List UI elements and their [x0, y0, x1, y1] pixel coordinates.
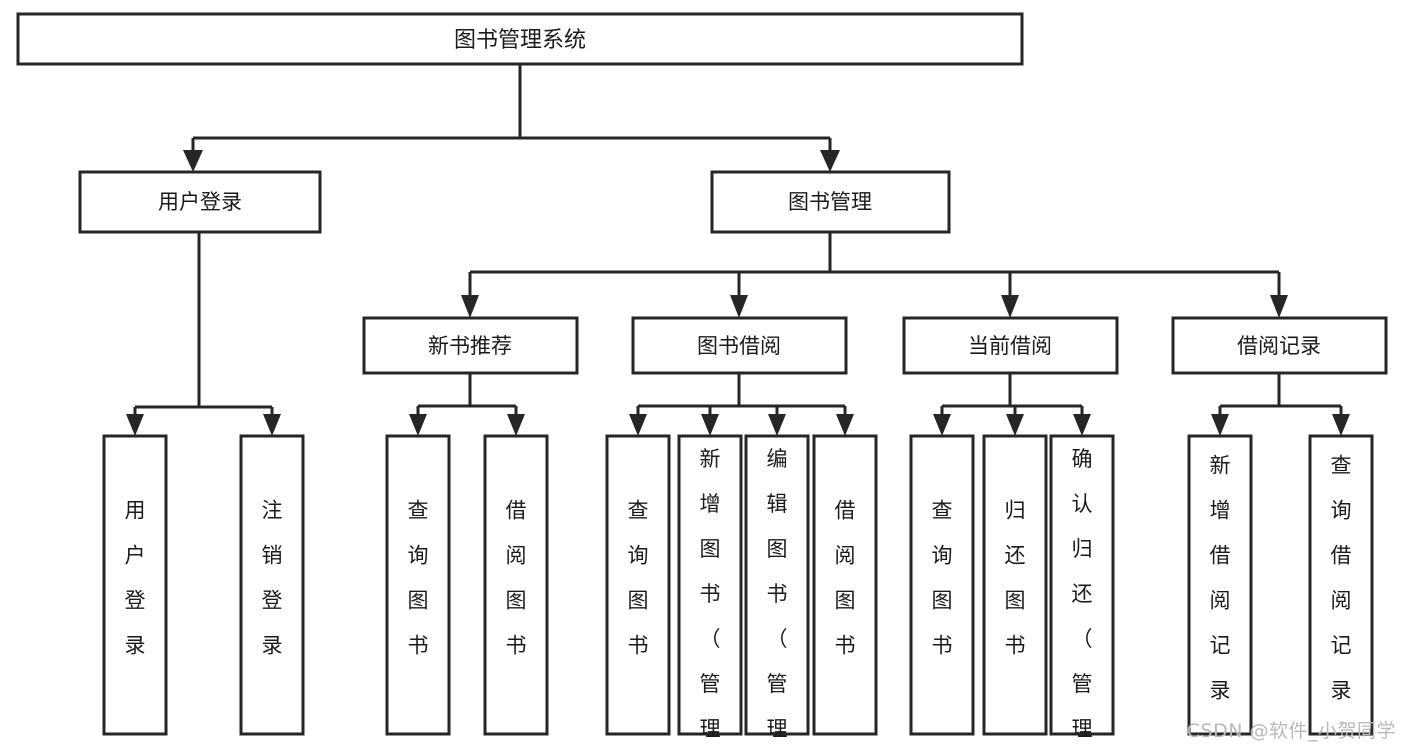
arrow-head-leaf-query-book-c	[933, 414, 951, 436]
node-leaf-add-record-rect[interactable]	[1187, 434, 1253, 736]
arrow-head-book-manage	[820, 150, 840, 172]
node-leaf-user-login-label: 用户登录	[125, 499, 146, 658]
arrow-head-leaf-edit-book	[768, 414, 786, 436]
arrow-head-leaf-query-record	[1332, 414, 1350, 436]
node-leaf-borrow-book-a[interactable]: 借阅图书	[483, 434, 549, 736]
node-leaf-return-book-label: 归还图书	[1005, 499, 1026, 658]
node-leaf-query-book-c-label: 查询图书	[932, 499, 953, 658]
node-new-book-recommend[interactable]: 新书推荐	[362, 316, 579, 375]
node-leaf-query-book-c[interactable]: 查询图书	[909, 434, 975, 736]
node-root[interactable]: 图书管理系统	[16, 12, 1024, 66]
arrow-head-leaf-return-book	[1006, 414, 1024, 436]
connector-group	[126, 64, 1350, 436]
node-root-rect[interactable]	[16, 12, 1024, 66]
node-leaf-add-book[interactable]: 新增图书（管理员）	[677, 434, 743, 747]
node-leaf-borrow-book-b-label: 借阅图书	[835, 499, 856, 658]
node-new-book-recommend-label: 新书推荐	[428, 334, 512, 358]
node-new-book-recommend-rect[interactable]	[362, 316, 579, 375]
node-book-manage-label: 图书管理	[788, 190, 872, 214]
node-leaf-return-book[interactable]: 归还图书	[982, 434, 1048, 736]
node-leaf-query-book-c-rect[interactable]	[909, 434, 975, 736]
node-borrow-record[interactable]: 借阅记录	[1171, 316, 1388, 375]
arrow-head-leaf-add-record	[1211, 414, 1229, 436]
node-leaf-add-book-label: 新增图书（管理员）	[700, 447, 721, 747]
node-user-login-rect[interactable]	[78, 170, 322, 234]
arrow-head-leaf-confirm-return	[1073, 414, 1091, 436]
node-leaf-logout-label: 注销登录	[262, 499, 283, 658]
node-leaf-borrow-book-a-label: 借阅图书	[506, 499, 527, 658]
node-current-borrow[interactable]: 当前借阅	[902, 316, 1119, 375]
arrow-head-leaf-query-book-b	[629, 414, 647, 436]
node-root-label: 图书管理系统	[454, 28, 586, 53]
node-leaf-query-record-rect[interactable]	[1308, 434, 1374, 736]
node-leaf-confirm-return-label: 确认归还（管理员）	[1072, 447, 1093, 747]
node-leaf-query-book-b-rect[interactable]	[605, 434, 671, 736]
node-book-borrow[interactable]: 图书借阅	[631, 316, 848, 375]
node-leaf-add-record[interactable]: 新增借阅记录	[1187, 434, 1253, 736]
node-book-borrow-label: 图书借阅	[697, 334, 781, 358]
arrow-head-borrow-record	[1270, 295, 1288, 318]
node-leaf-return-book-rect[interactable]	[982, 434, 1048, 736]
arrow-head-leaf-borrow-book-a	[507, 414, 525, 436]
node-current-borrow-rect[interactable]	[902, 316, 1119, 375]
node-leaf-logout[interactable]: 注销登录	[239, 434, 305, 736]
node-leaf-query-book-a-label: 查询图书	[408, 499, 429, 658]
arrow-head-leaf-logout	[263, 414, 281, 436]
node-book-borrow-rect[interactable]	[631, 316, 848, 375]
arrow-head-book-borrow	[730, 295, 748, 318]
node-user-login[interactable]: 用户登录	[78, 170, 322, 234]
arrow-head-current-borrow	[1001, 295, 1019, 318]
node-leaf-edit-book[interactable]: 编辑图书（管理员）	[744, 434, 810, 747]
node-leaf-borrow-book-a-rect[interactable]	[483, 434, 549, 736]
node-leaf-query-book-a-rect[interactable]	[385, 434, 451, 736]
arrow-head-leaf-add-book	[701, 414, 719, 436]
node-book-manage-rect[interactable]	[710, 170, 951, 234]
node-leaf-query-record[interactable]: 查询借阅记录	[1308, 434, 1374, 736]
node-leaf-query-book-a[interactable]: 查询图书	[385, 434, 451, 736]
arrow-head-leaf-user-login	[126, 414, 144, 436]
node-leaf-user-login[interactable]: 用户登录	[102, 434, 168, 736]
node-leaf-confirm-return-rect[interactable]	[1049, 434, 1115, 736]
arrow-head-leaf-borrow-book-b	[836, 414, 854, 436]
node-leaf-user-login-rect[interactable]	[102, 434, 168, 736]
leaf-node-layer: 用户登录 注销登录 查询图书 借阅图书 查询图书 新增图书（管理员） 编辑图书（管理员） 借阅…	[102, 434, 1374, 747]
node-leaf-query-book-b-label: 查询图书	[628, 499, 649, 658]
node-leaf-logout-rect[interactable]	[239, 434, 305, 736]
node-current-borrow-label: 当前借阅	[968, 334, 1052, 358]
node-user-login-label: 用户登录	[158, 190, 242, 214]
node-book-manage[interactable]: 图书管理	[710, 170, 951, 234]
node-leaf-confirm-return[interactable]: 确认归还（管理员）	[1049, 434, 1115, 747]
node-borrow-record-label: 借阅记录	[1237, 334, 1321, 358]
node-borrow-record-rect[interactable]	[1171, 316, 1388, 375]
node-leaf-edit-book-rect[interactable]	[744, 434, 810, 736]
arrow-head-user-login	[183, 150, 203, 172]
node-leaf-borrow-book-b[interactable]: 借阅图书	[812, 434, 878, 736]
node-leaf-edit-book-label: 编辑图书（管理员）	[767, 447, 788, 747]
node-leaf-add-book-rect[interactable]	[677, 434, 743, 736]
node-leaf-borrow-book-b-rect[interactable]	[812, 434, 878, 736]
arrow-head-leaf-query-book-a	[409, 414, 427, 436]
node-leaf-query-record-label: 查询借阅记录	[1331, 454, 1352, 703]
node-leaf-add-record-label: 新增借阅记录	[1210, 454, 1231, 703]
arrow-head-new-book-recommend	[461, 295, 479, 318]
node-leaf-query-book-b[interactable]: 查询图书	[605, 434, 671, 736]
